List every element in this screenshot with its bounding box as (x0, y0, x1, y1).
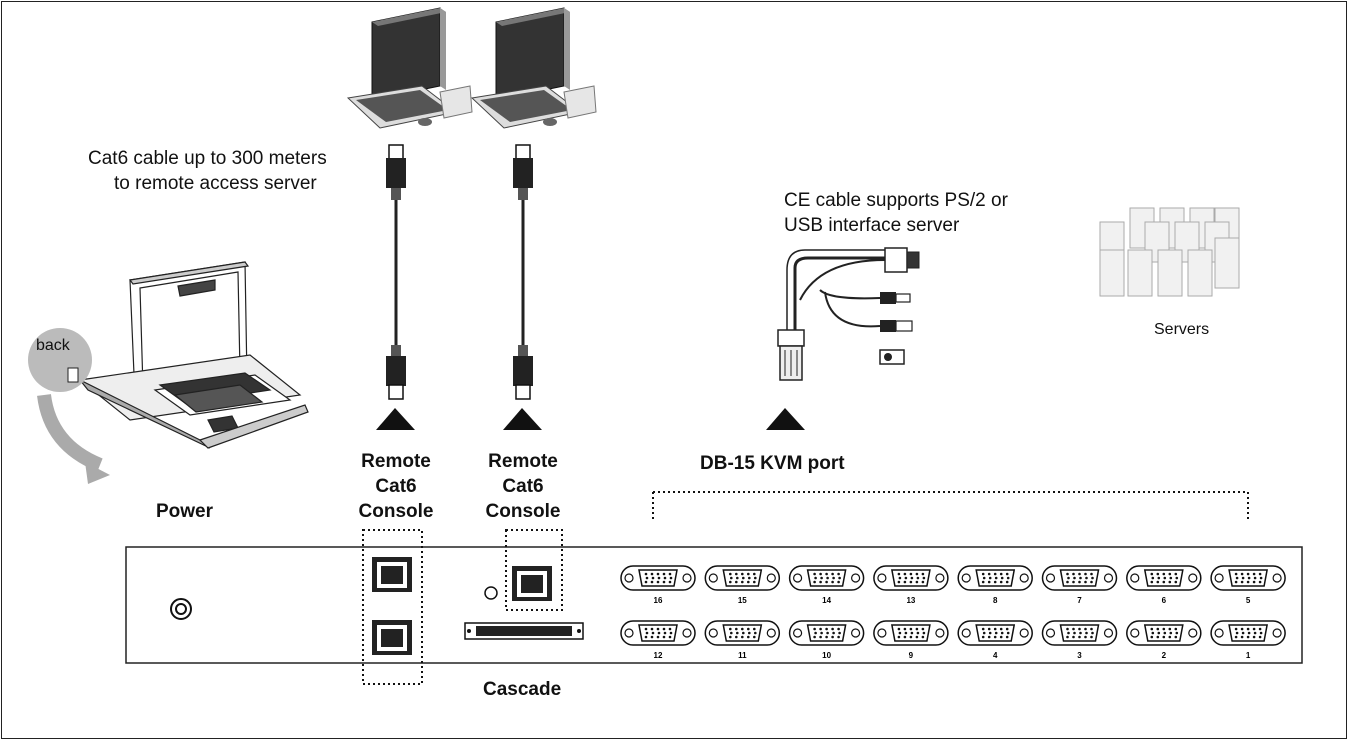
cascade-label: Cascade (483, 679, 562, 700)
db15-port-number-label: 6 (1162, 596, 1167, 605)
db15-port-14-icon (788, 565, 865, 591)
remote-console-2-line1: Remote (488, 451, 558, 472)
db15-port-8-icon (957, 565, 1033, 591)
db15-port-number-label: 10 (822, 651, 831, 660)
db15-port-number-label: 5 (1246, 596, 1251, 605)
db15-port-number-label: 1 (1246, 651, 1251, 660)
ce-cable-icon (777, 247, 920, 381)
rj45-port-remote-2-icon (372, 620, 412, 655)
arrow-up-icon-3 (766, 408, 805, 430)
db15-port-2-icon (1126, 620, 1202, 646)
ce-cable-label-line1: CE cable supports PS/2 or (784, 190, 1008, 211)
remote-computer-1-icon (346, 7, 473, 129)
db15-port-number-label: 2 (1162, 651, 1167, 660)
db15-port-4-icon (957, 620, 1033, 646)
cat6-cable-label-line2: to remote access server (114, 173, 317, 194)
db15-port-3-icon (1041, 620, 1118, 646)
db15-port-11-icon (704, 620, 781, 646)
db15-port-6-icon (1126, 565, 1202, 591)
remote-console-1-line2: Cat6 (375, 476, 417, 497)
db15-port-1-icon (1210, 620, 1286, 646)
db15-port-number-label: 8 (993, 596, 998, 605)
rj45-port-remote-3-icon (512, 566, 552, 601)
db15-port-7-icon (1041, 565, 1118, 591)
remote-console-1-line3: Console (358, 501, 434, 522)
rj45-port-remote-1-icon (372, 557, 412, 592)
remote-port-3-dotted-box (505, 529, 563, 611)
remote-console-1-line1: Remote (361, 451, 431, 472)
db15-port-10-icon (788, 620, 865, 646)
db15-port-number-label: 7 (1077, 596, 1082, 605)
arrow-up-icon-1 (376, 408, 415, 430)
back-view-bubble-icon (28, 328, 110, 484)
db15-port-number-label: 16 (654, 596, 663, 605)
back-label: back (36, 337, 70, 354)
remote-console-2-line2: Cat6 (502, 476, 544, 497)
db15-port-label: DB-15 KVM port (700, 453, 845, 474)
db15-port-number-label: 9 (909, 651, 914, 660)
db15-port-5-icon (1210, 565, 1286, 591)
db15-bracket (652, 491, 1249, 522)
db15-port-number-label: 4 (993, 651, 998, 660)
cascade-led-icon (484, 586, 498, 600)
db15-port-16-icon (620, 565, 696, 591)
power-jack-icon (170, 598, 192, 620)
db15-port-number-label: 14 (822, 596, 831, 605)
remote-console-2-line3: Console (485, 501, 561, 522)
cascade-port-icon (464, 622, 584, 640)
db15-port-number-label: 15 (738, 596, 747, 605)
db15-port-number-label: 11 (738, 651, 747, 660)
ce-cable-label-line2: USB interface server (784, 215, 960, 236)
remote-computer-2-icon (470, 7, 597, 129)
remote-ports-dotted-box (362, 529, 423, 685)
db15-port-number-label: 3 (1077, 651, 1082, 660)
servers-label: Servers (1154, 321, 1210, 338)
servers-icon (1099, 207, 1240, 297)
db15-port-number-label: 13 (906, 596, 915, 605)
arrow-up-icon-2 (503, 408, 542, 430)
db15-port-12-icon (620, 620, 696, 646)
db15-port-13-icon (873, 565, 949, 591)
power-label: Power (156, 501, 214, 522)
cat6-cable-2-icon (513, 144, 533, 400)
db15-port-number-label: 12 (654, 651, 663, 660)
kvm-ports-group: 16 15 14 13 8 7 6 5 12 11 10 9 4 3 2 1 (620, 565, 1286, 660)
db15-port-9-icon (873, 620, 949, 646)
cat6-cable-1-icon (386, 144, 406, 400)
cat6-cable-label-line1: Cat6 cable up to 300 meters (88, 148, 327, 169)
lcd-console-drawer-icon (78, 261, 309, 449)
kvm-rear-panel (125, 546, 1303, 664)
db15-port-15-icon (704, 565, 781, 591)
